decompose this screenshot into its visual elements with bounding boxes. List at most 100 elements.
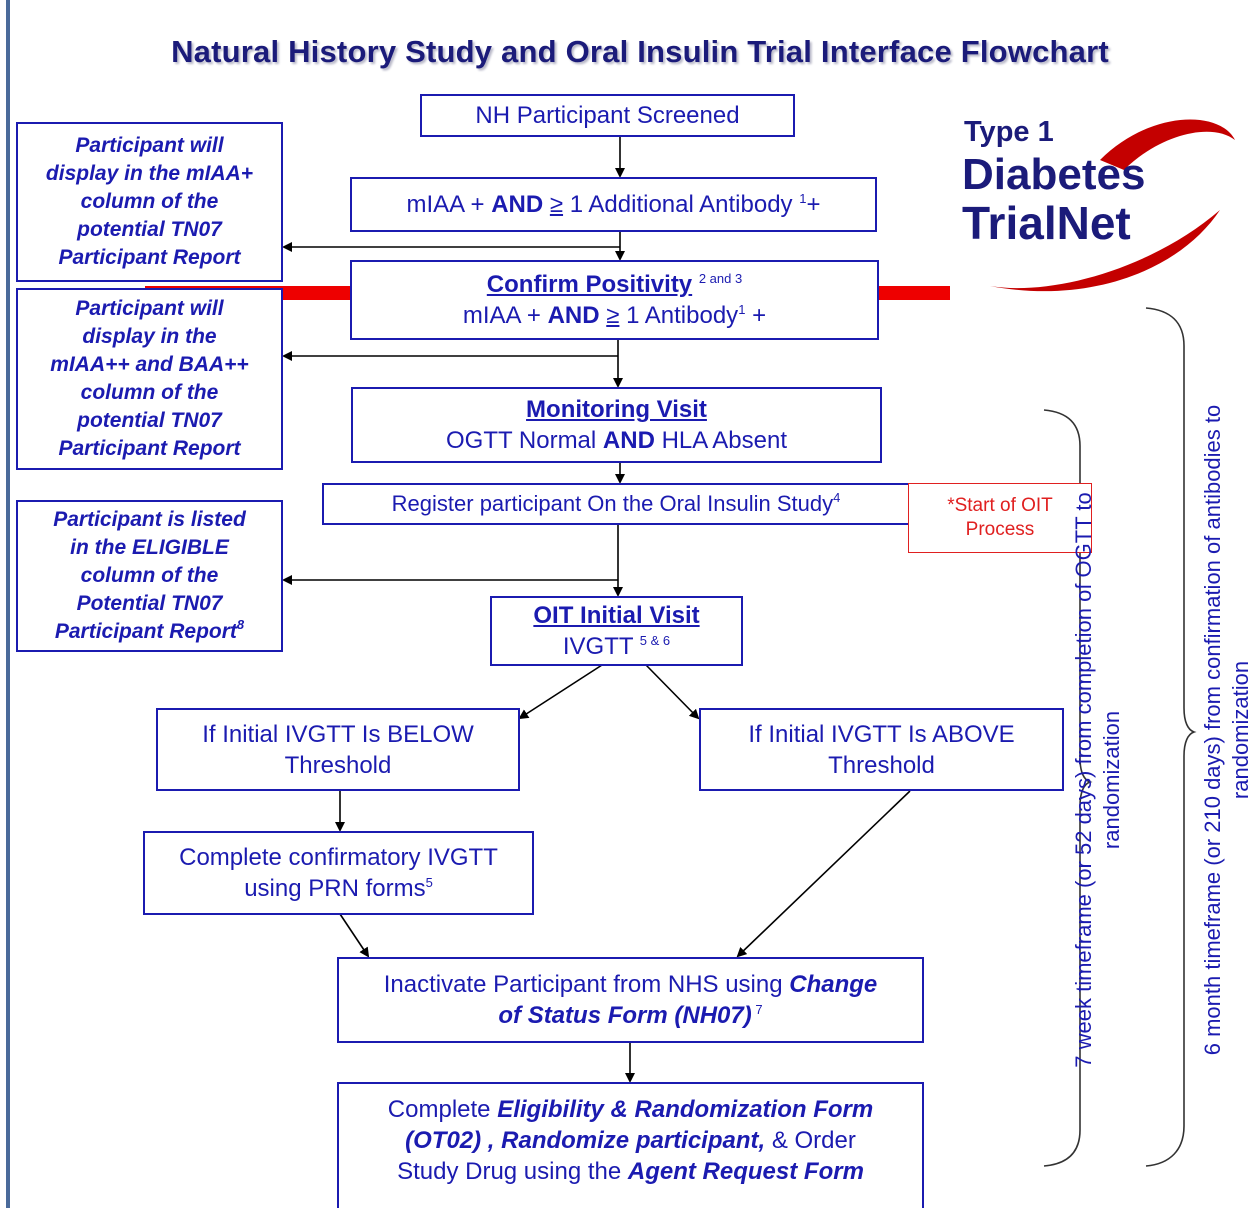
left-border: [6, 0, 10, 1208]
page-title: Natural History Study and Oral Insulin T…: [171, 34, 1109, 69]
confirm-title: Confirm Positivity: [486, 271, 693, 298]
logo-diabetes: Diabetes: [962, 150, 1146, 199]
above-line1: If Initial IVGTT Is ABOVE: [748, 720, 1015, 748]
confirm-and: AND: [547, 302, 600, 329]
note2-line: potential TN07: [77, 409, 222, 432]
note-mIAA-BAA: Participant will display in the mIAA++ a…: [16, 288, 283, 470]
note2-line: Participant will: [75, 297, 224, 320]
box-below-threshold: If Initial IVGTT Is BELOW Threshold: [156, 708, 520, 791]
six-month-line1: 6 month timeframe (or 210 days) from con…: [1200, 404, 1225, 1056]
box-confirm-positivity: Confirm Positivity 2 and 3 mIAA + AND ≥ …: [350, 260, 879, 340]
arrow-oit-above: [645, 664, 700, 720]
note3-line: Participant is listed: [53, 508, 246, 531]
confirmatory-line1: Complete confirmatory IVGTT: [179, 844, 498, 871]
note1-line: Participant Report: [58, 246, 241, 269]
note2-line: column of the: [80, 381, 219, 404]
logo-type1: Type 1: [964, 116, 1054, 148]
box-antibody-text: mIAA + AND ≥ 1 Additional Antibody 1+: [407, 189, 821, 220]
trialnet-logo: Type 1 Diabetes TrialNet: [950, 100, 1240, 300]
antibody-post: 1 Additional Antibody: [563, 191, 800, 218]
oit-start-line1: *Start of OIT: [947, 495, 1053, 516]
eligibility-em1: Eligibility & Randomization Form: [497, 1096, 874, 1123]
below-line1: If Initial IVGTT Is BELOW: [202, 720, 474, 748]
eligibility-mid: & Order: [765, 1127, 856, 1154]
box-antibody: mIAA + AND ≥ 1 Additional Antibody 1+: [350, 177, 877, 232]
monitoring-body: OGTT Normal AND HLA Absent: [446, 425, 787, 456]
monitoring-pre: OGTT Normal: [446, 427, 603, 454]
antibody-and: AND: [491, 191, 544, 218]
confirm-title-line: Confirm Positivity 2 and 3: [487, 269, 742, 300]
monitoring-post: HLA Absent: [654, 427, 787, 454]
confirm-ge: ≥: [606, 302, 620, 329]
antibody-pre: mIAA +: [406, 191, 492, 218]
note3-line: in the ELIGIBLE: [70, 536, 229, 559]
note-eligible: Participant is listed in the ELIGIBLE co…: [16, 500, 283, 652]
inactivate-sup: 7: [751, 1002, 763, 1017]
box-oit-initial-visit: OIT Initial Visit IVGTT 5 & 6: [490, 596, 743, 666]
timeframe-seven-week: 7 week timeframe (or 52 days) from compl…: [1070, 440, 1130, 1120]
seven-week-line1: 7 week timeframe (or 52 days) from compl…: [1071, 492, 1096, 1068]
box-confirmatory-ivgtt: Complete confirmatory IVGTT using PRN fo…: [143, 831, 534, 915]
box-oit-start: *Start of OIT Process: [908, 483, 1092, 553]
register-text: Register participant On the Oral Insulin…: [391, 491, 834, 516]
box-nh-screened-text: NH Participant Screened: [475, 102, 740, 129]
confirm-sup: 2 and 3: [698, 271, 743, 286]
brace-seven-week: [1043, 409, 1093, 1167]
brace-six-month: [1145, 307, 1197, 1167]
box-inactivate: Inactivate Participant from NHS using Ch…: [337, 957, 924, 1043]
below-line2: Threshold: [284, 751, 392, 779]
note3-line: Potential TN07: [76, 592, 223, 615]
confirm-pre: mIAA +: [462, 302, 548, 329]
six-month-line2: randomization: [1228, 660, 1253, 800]
inactivate-em1: Change: [789, 971, 878, 998]
confirm-tail: +: [745, 302, 767, 329]
monitoring-and: AND: [602, 427, 655, 454]
arrow-above-inactivate: [736, 790, 911, 958]
confirm-body-line: mIAA + AND ≥ 1 Antibody1 +: [463, 300, 766, 331]
eligibility-em3: Agent Request Form: [627, 1158, 864, 1185]
note1-line: display in the mIAA+: [45, 162, 254, 185]
note1-line: Participant will: [75, 134, 224, 157]
box-above-threshold: If Initial IVGTT Is ABOVE Threshold: [699, 708, 1064, 791]
red-bar-right: [878, 286, 950, 300]
arrow-confirmatory-inactivate: [339, 913, 370, 958]
eligibility-pre2: Study Drug using the: [397, 1158, 628, 1185]
oit-initial-title: OIT Initial Visit: [533, 602, 700, 629]
note3-sup: 8: [236, 617, 245, 632]
timeframe-six-month: 6 month timeframe (or 210 days) from con…: [1199, 350, 1259, 1110]
above-line2: Threshold: [828, 751, 935, 779]
antibody-ge: ≥: [549, 191, 564, 218]
seven-week-line2: randomization: [1099, 710, 1124, 850]
inactivate-pre: Inactivate Participant from NHS using: [383, 971, 790, 998]
oit-initial-text: IVGTT: [562, 633, 640, 660]
logo-swoosh: [990, 119, 1235, 292]
confirmatory-sup: 5: [425, 875, 433, 890]
note3-last-line: Participant Report: [54, 620, 237, 643]
confirm-post: 1 Antibody: [619, 302, 739, 329]
arrow-oit-below: [518, 664, 603, 720]
antibody-sup: 1: [799, 191, 807, 206]
inactivate-em2: of Status Form (NH07): [498, 1002, 752, 1029]
oit-initial-sup: 5 & 6: [639, 633, 671, 648]
oit-start-line2: Process: [965, 519, 1035, 540]
note1-line: potential TN07: [77, 218, 222, 241]
monitoring-title: Monitoring Visit: [526, 396, 707, 423]
note2-line: Participant Report: [58, 437, 241, 460]
note2-line: mIAA++ and BAA++: [50, 353, 249, 376]
eligibility-pre: Complete: [387, 1096, 498, 1123]
antibody-tail: +: [806, 191, 821, 218]
note1-line: column of the: [80, 190, 219, 213]
confirm-sup2: 1: [738, 302, 746, 317]
note2-line: display in the: [82, 325, 217, 348]
note-mIAA-plus: Participant will display in the mIAA+ co…: [16, 122, 283, 282]
note3-line: column of the: [80, 564, 219, 587]
confirmatory-line2: using PRN forms: [244, 875, 426, 902]
box-register: Register participant On the Oral Insulin…: [322, 483, 910, 525]
eligibility-em2: (OT02) , Randomize participant,: [405, 1127, 766, 1154]
box-nh-screened: NH Participant Screened: [420, 94, 795, 137]
logo-trialnet: TrialNet: [962, 197, 1131, 249]
register-sup: 4: [833, 490, 841, 505]
box-monitoring-visit: Monitoring Visit OGTT Normal AND HLA Abs…: [351, 387, 882, 463]
